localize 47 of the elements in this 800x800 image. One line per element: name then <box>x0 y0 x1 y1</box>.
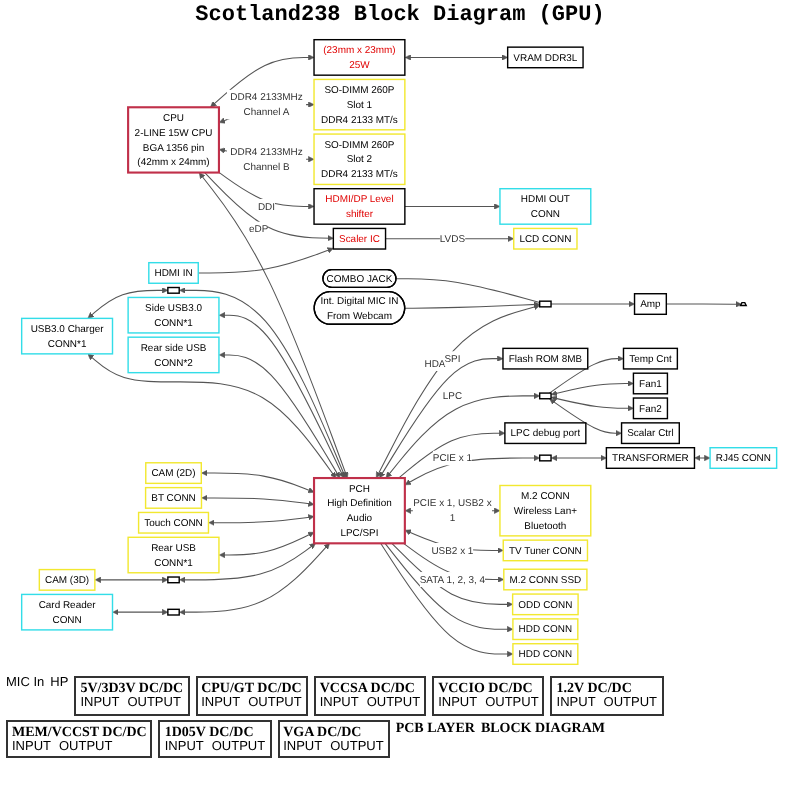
arrow <box>398 430 506 479</box>
arrow <box>219 312 346 479</box>
arrow <box>95 576 169 583</box>
node-box <box>168 576 181 584</box>
arrow <box>550 398 623 437</box>
arrow <box>551 454 608 462</box>
arrow <box>380 355 505 479</box>
arrow <box>88 287 169 319</box>
arrow <box>405 454 541 486</box>
arrow <box>113 609 169 616</box>
arrow <box>380 542 515 658</box>
arrow <box>551 300 636 308</box>
node-box <box>539 300 553 308</box>
arrow <box>202 469 316 494</box>
arrow <box>180 543 317 583</box>
arrow <box>385 542 515 633</box>
arrow <box>376 304 541 479</box>
node-box <box>539 392 553 400</box>
arrow <box>202 494 316 507</box>
arrow <box>405 54 509 61</box>
node-speaker <box>740 301 749 307</box>
connector <box>396 278 542 303</box>
node-box <box>168 286 181 294</box>
arrow <box>209 514 316 526</box>
arrow <box>180 287 348 479</box>
node-box <box>539 454 553 462</box>
arrow <box>219 351 342 479</box>
arrow <box>219 531 316 559</box>
arrow <box>403 542 505 583</box>
arrow <box>405 203 502 210</box>
arrow <box>405 529 505 554</box>
arrow <box>198 247 335 274</box>
arrow <box>695 454 712 462</box>
arrow <box>199 172 350 479</box>
diagram-title: Scotland238 Block Diagram (GPU) <box>193 4 607 28</box>
arrow <box>205 172 335 242</box>
arrow <box>211 54 316 108</box>
arrow <box>219 171 316 210</box>
arrow <box>180 543 331 616</box>
arrow <box>386 392 541 479</box>
node-box <box>168 608 181 616</box>
arrow <box>551 395 635 412</box>
arrow <box>405 301 541 309</box>
arrow <box>549 355 625 394</box>
arrow <box>666 301 743 308</box>
arrow <box>88 353 337 479</box>
arrow <box>551 380 635 397</box>
